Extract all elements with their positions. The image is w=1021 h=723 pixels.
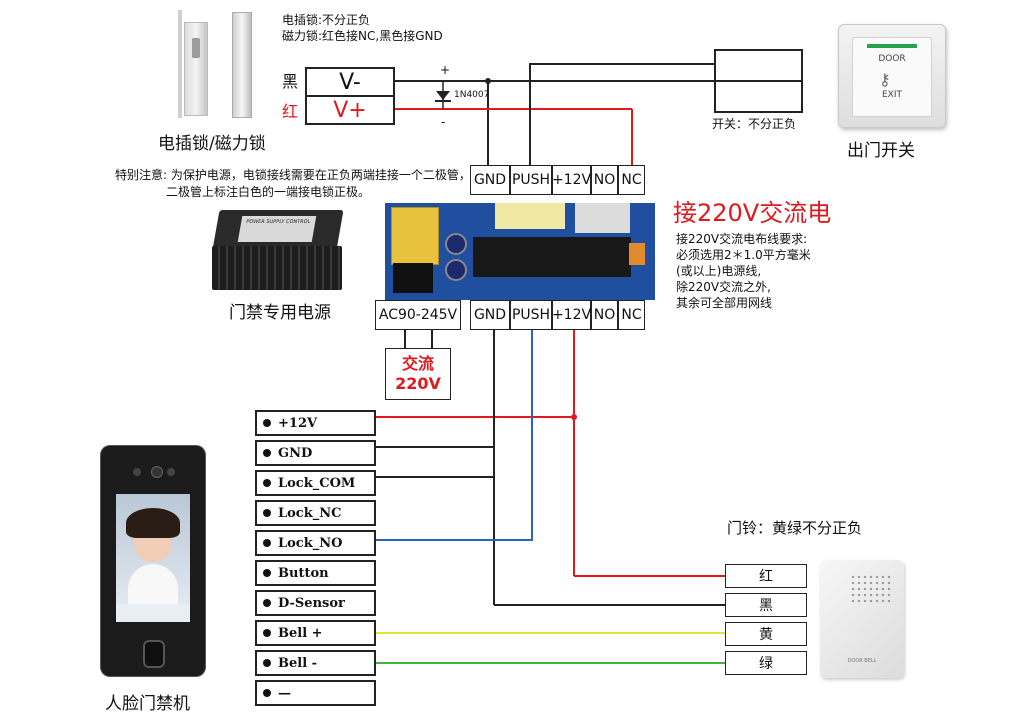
bottom-terminal-no: NO: [591, 300, 618, 330]
psu-label-text: POWER SUPPLY CONTROL: [245, 219, 311, 225]
bell-brand: DOOR BELL: [847, 658, 877, 664]
bell-note: 门铃：黄绿不分正负: [727, 519, 863, 537]
black-wire-label: 黑: [282, 72, 299, 91]
psu-top-terminals: GND PUSH +12V NO NC: [470, 165, 645, 195]
vplus-terminal: V+: [305, 95, 395, 125]
exit-switch-divider: [713, 80, 803, 82]
junction-dot: [485, 78, 491, 84]
camera-icon: [133, 468, 141, 476]
pcb-board-image: [385, 203, 655, 300]
exit-switch-note: 开关：不分正负: [712, 117, 797, 131]
electric-lock-image: [170, 8, 258, 120]
bottom-terminal-push: PUSH: [510, 300, 552, 330]
top-terminal-push: PUSH: [510, 165, 552, 195]
ac-220v-box: 交流 220V: [385, 348, 451, 400]
top-terminal-gnd: GND: [470, 165, 510, 195]
top-terminal-nc: NC: [618, 165, 645, 195]
warning-line-1: 特别注意: 为保护电源，电锁接线需要在正负两端挂接一个二极管，: [115, 168, 471, 182]
bell-wire-yellow: 黄: [725, 622, 807, 646]
ac-info-line-1: 接220V交流电布线要求:: [676, 232, 808, 246]
pin-gnd: GND: [255, 440, 376, 466]
exit-button-image: DOOR ⚷ EXIT: [838, 24, 946, 128]
exit-switch-caption: 出门开关: [847, 141, 915, 161]
psu-box-image: POWER SUPPLY CONTROL: [210, 210, 345, 292]
pin-d-sensor: D-Sensor: [255, 590, 376, 616]
ac-info-line-5: 其余可全部用网线: [676, 296, 773, 310]
warning-line-2: 二极管上标注白色的一端接电锁正极。: [166, 185, 371, 199]
minus-sign: -: [441, 115, 446, 129]
lock-note-1: 电插锁:不分正负: [282, 13, 371, 27]
lock-caption: 电插锁/磁力锁: [158, 134, 266, 154]
diode-icon: [436, 91, 450, 100]
vminus-terminal: V-: [305, 67, 395, 97]
top-terminal-12v: +12V: [552, 165, 591, 195]
speaker-grille-icon: [850, 574, 894, 604]
red-wire-label: 红: [282, 102, 299, 121]
bottom-terminal-12v: +12V: [552, 300, 591, 330]
bottom-terminal-nc: NC: [618, 300, 645, 330]
lock-note-2: 磁力锁:红色接NC,黑色接GND: [282, 29, 443, 43]
pin-bell-minus: Bell -: [255, 650, 376, 676]
camera-icon-2: [151, 466, 163, 478]
plus-sign: +: [440, 63, 451, 77]
pin-button: Button: [255, 560, 376, 586]
wire-push-blue: [376, 330, 533, 541]
bell-wire-black: 黑: [725, 593, 807, 617]
wire-push-top: [529, 63, 802, 165]
key-icon: ⚷: [879, 70, 891, 89]
diode-label: 1N4007: [454, 90, 490, 100]
fingerprint-sensor: [143, 640, 165, 668]
ac-info-line-3: (或以上)电源线,: [676, 264, 762, 278]
door-bell-image: DOOR BELL: [820, 560, 904, 678]
ac-info-line-2: 必须选用2＊1.0平方毫米: [676, 248, 811, 262]
screen: [116, 494, 190, 622]
bell-wire-green: 绿: [725, 651, 807, 675]
ac-info-line-4: 除220V交流之外,: [676, 280, 771, 294]
pin-bell-plus: Bell +: [255, 620, 376, 646]
ac-title: 接220V交流电: [673, 199, 832, 227]
ac-input-terminal: AC90-245V: [375, 300, 461, 330]
exit-text: EXIT: [881, 90, 902, 100]
pin-lock-no: Lock_NO: [255, 530, 376, 556]
ac-note-line-1: 交流: [401, 354, 434, 373]
top-terminal-no: NO: [591, 165, 618, 195]
pin-lock-com: Lock_COM: [255, 470, 376, 496]
face-terminal-image: [101, 446, 205, 676]
pin-unused: —: [255, 680, 376, 706]
ac-note-line-2: 220V: [395, 374, 441, 393]
device-caption: 人脸门禁机: [105, 694, 190, 714]
psu-bottom-terminals: GND PUSH +12V NO NC: [470, 300, 645, 330]
junction-dot-red: [571, 414, 577, 420]
door-text: DOOR: [878, 54, 906, 64]
pin-lock-nc: Lock_NC: [255, 500, 376, 526]
bell-wire-red: 红: [725, 564, 807, 588]
psu-caption: 门禁专用电源: [229, 303, 331, 323]
pin-12v: +12V: [255, 410, 376, 436]
bottom-terminal-gnd: GND: [470, 300, 510, 330]
